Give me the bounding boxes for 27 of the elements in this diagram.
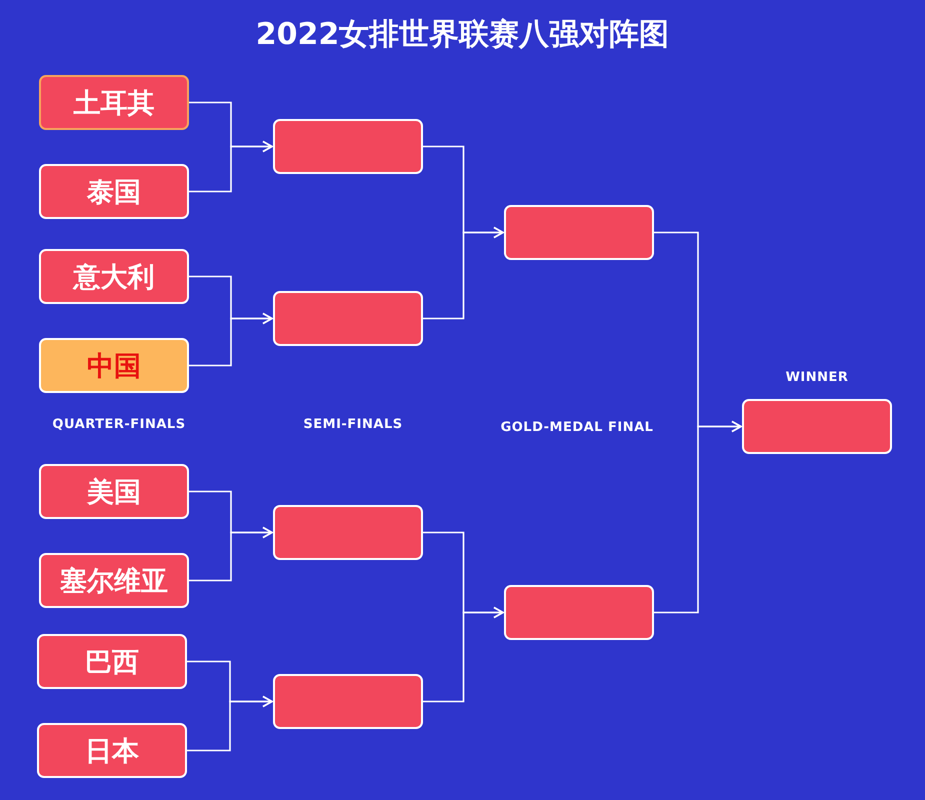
round-label: QUARTER-FINALS — [52, 417, 186, 432]
arrow — [189, 140, 273, 192]
arrow — [189, 312, 273, 366]
arrow — [423, 606, 504, 702]
arrow — [187, 696, 273, 752]
arrow — [654, 420, 742, 614]
team-box: 日本 — [37, 723, 187, 778]
title: 2022女排世界联赛八强对阵图 — [254, 16, 670, 54]
team-box: 美国 — [39, 464, 189, 519]
empty-box — [273, 674, 423, 729]
team-box: 泰国 — [39, 164, 189, 219]
team-box: 意大利 — [39, 249, 189, 304]
team-box: 塞尔维亚 — [39, 553, 189, 608]
team-box: 巴西 — [37, 634, 187, 689]
arrow — [189, 526, 273, 582]
empty-box — [273, 291, 423, 346]
round-label: SEMI-FINALS — [303, 417, 403, 432]
empty-box — [273, 119, 423, 174]
round-label: GOLD-MEDAL FINAL — [500, 420, 654, 435]
empty-box — [273, 505, 423, 560]
team-box: 中国 — [39, 338, 189, 393]
empty-box — [504, 205, 654, 260]
round-label: WINNER — [786, 370, 848, 385]
team-box: 土耳其 — [39, 75, 189, 130]
arrow — [423, 226, 504, 320]
empty-box — [742, 399, 892, 454]
empty-box — [504, 585, 654, 640]
